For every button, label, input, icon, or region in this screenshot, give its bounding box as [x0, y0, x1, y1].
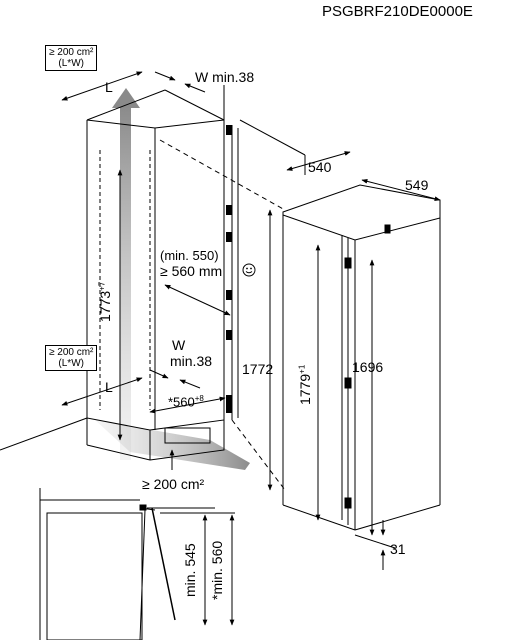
- min-560-label: *min. 560: [209, 540, 225, 600]
- w-mid-label: W: [172, 337, 186, 353]
- niche-width-label: *560+8: [168, 394, 204, 410]
- airflow-in-arrow: [95, 420, 250, 470]
- ventilation-mid-line1: ≥ 200 cm²: [49, 347, 94, 358]
- smiley-icon: [242, 263, 256, 277]
- height-1779-sup: +1: [297, 364, 307, 374]
- l-bottom-label: L: [105, 379, 113, 395]
- niche-height-sup: +7: [97, 281, 107, 291]
- dimension-lines-niche: [61, 71, 273, 491]
- min-545-label: min. 545: [182, 543, 198, 597]
- niche-cabinet: [0, 85, 306, 491]
- ventilation-top-label: ≥ 200 cm² (L*W): [45, 45, 98, 71]
- dimension-lines-appliance: [286, 151, 441, 570]
- ventilation-top-line1: ≥ 200 cm²: [49, 47, 94, 58]
- height-1696-label: 1696: [352, 359, 384, 375]
- model-code: PSGBRF210DE0000E: [322, 3, 473, 20]
- airflow-up-arrow: [112, 88, 140, 460]
- niche-depth-label: ≥ 560 mm: [160, 263, 223, 279]
- height-1779-label: 1779+1: [297, 364, 313, 405]
- ventilation-mid-label: ≥ 200 cm² (L*W): [45, 345, 98, 371]
- height-1772-label: 1772: [242, 361, 274, 377]
- w-min-top-label: W min.38: [195, 69, 255, 85]
- depth-549-label: 549: [405, 177, 429, 193]
- min-mid-label: min.38: [170, 353, 213, 369]
- l-top-label: L: [105, 79, 113, 95]
- niche-height-value: 1773: [97, 290, 113, 322]
- detail-view: [39, 488, 235, 640]
- width-540-label: 540: [308, 159, 332, 175]
- niche-width-value: *560: [168, 394, 195, 410]
- ventilation-top-line2: (L*W): [58, 58, 84, 69]
- dim-31-label: 31: [390, 541, 406, 557]
- niche-depth-min-label: (min. 550): [160, 248, 219, 263]
- ventilation-mid-line2: (L*W): [58, 358, 84, 369]
- height-1779-value: 1779: [297, 373, 313, 405]
- hinges: [226, 125, 232, 413]
- appliance-body: [282, 184, 441, 531]
- ventilation-bottom-label: ≥ 200 cm²: [142, 476, 205, 492]
- niche-height-label: 1773+7: [97, 281, 113, 322]
- niche-width-sup: +8: [194, 394, 204, 403]
